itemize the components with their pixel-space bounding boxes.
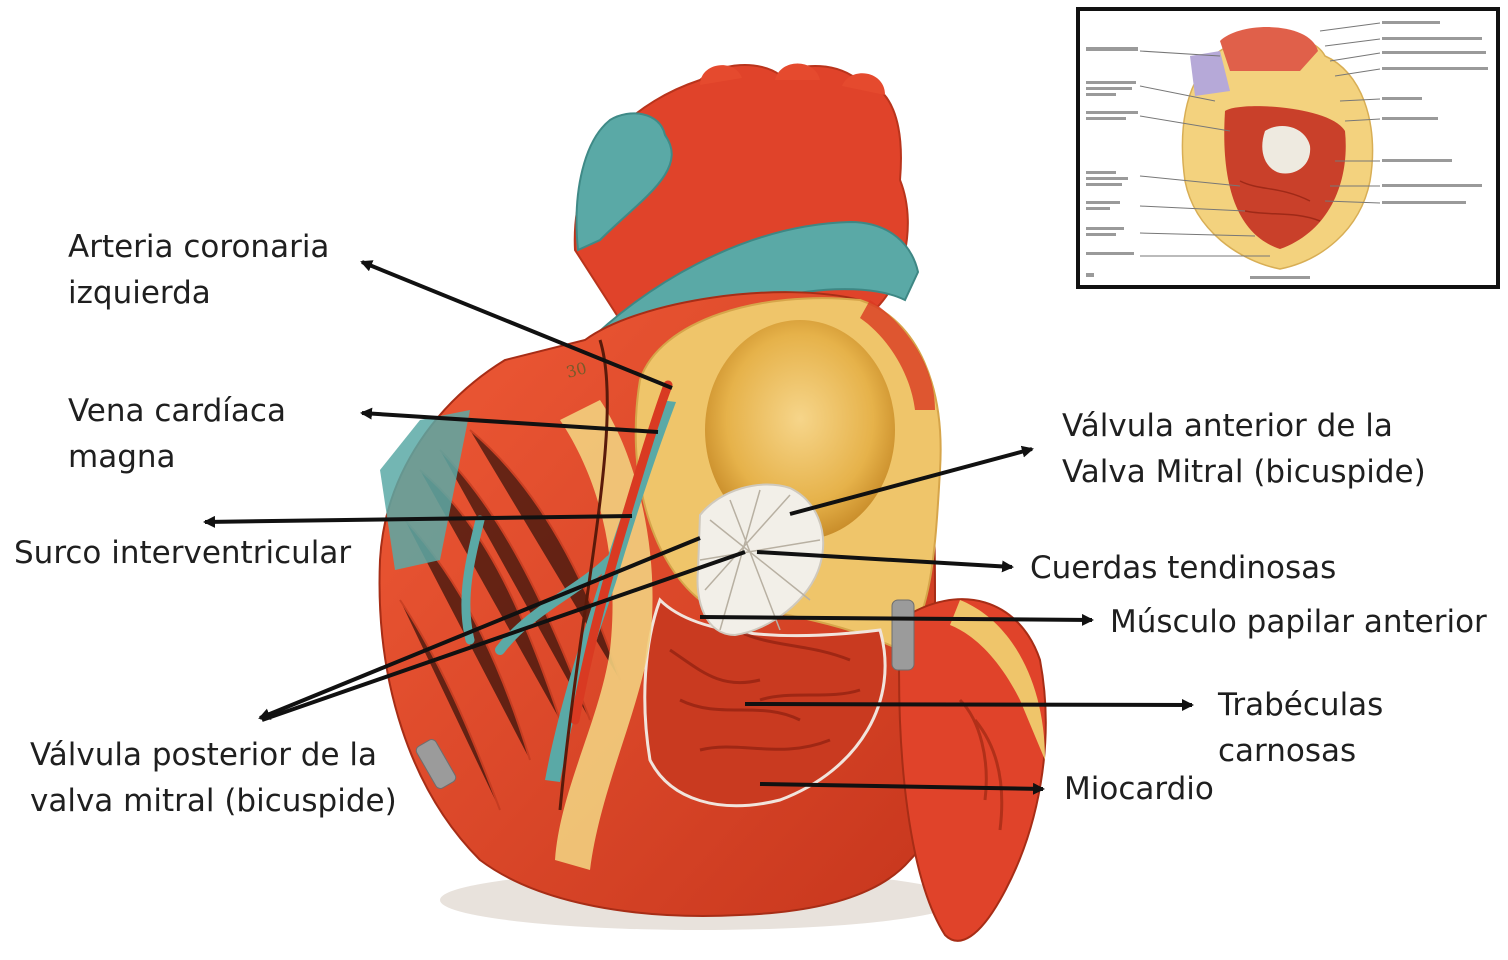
label-great-cardiac-vein: Vena cardíaca magna bbox=[68, 388, 286, 480]
label-myocardium: Miocardio bbox=[1064, 766, 1214, 812]
hinge bbox=[892, 600, 914, 670]
label-posterior-mitral-leaflet: Válvula posterior de la valva mitral (bi… bbox=[30, 732, 397, 824]
label-left-coronary-artery: Arteria coronaria izquierda bbox=[68, 224, 329, 316]
label-line: Surco interventricular bbox=[14, 530, 351, 576]
label-line: Miocardio bbox=[1064, 766, 1214, 812]
reference-anatomy-illustration bbox=[1080, 11, 1496, 285]
label-line: Válvula anterior de la bbox=[1062, 403, 1426, 449]
label-line: Valva Mitral (bicuspide) bbox=[1062, 449, 1426, 495]
label-line: Arteria coronaria bbox=[68, 224, 329, 270]
label-anterior-mitral-leaflet: Válvula anterior de la Valva Mitral (bic… bbox=[1062, 403, 1426, 495]
reference-inset bbox=[1076, 7, 1500, 289]
label-line: Válvula posterior de la bbox=[30, 732, 397, 778]
label-line: carnosas bbox=[1218, 728, 1383, 774]
label-line: Trabéculas bbox=[1218, 682, 1383, 728]
label-line: izquierda bbox=[68, 270, 329, 316]
arrow-trabeculae bbox=[745, 704, 1192, 705]
heart-model: 30 bbox=[380, 64, 1046, 941]
label-trabeculae-carneae: Trabéculas carnosas bbox=[1218, 682, 1383, 774]
label-line: Cuerdas tendinosas bbox=[1030, 545, 1336, 591]
label-line: Vena cardíaca bbox=[68, 388, 286, 434]
label-interventricular-sulcus: Surco interventricular bbox=[14, 530, 351, 576]
label-line: magna bbox=[68, 434, 286, 480]
label-chordae-tendineae: Cuerdas tendinosas bbox=[1030, 545, 1336, 591]
label-line: Músculo papilar anterior bbox=[1110, 599, 1487, 645]
label-anterior-papillary-muscle: Músculo papilar anterior bbox=[1110, 599, 1487, 645]
label-line: valva mitral (bicuspide) bbox=[30, 778, 397, 824]
